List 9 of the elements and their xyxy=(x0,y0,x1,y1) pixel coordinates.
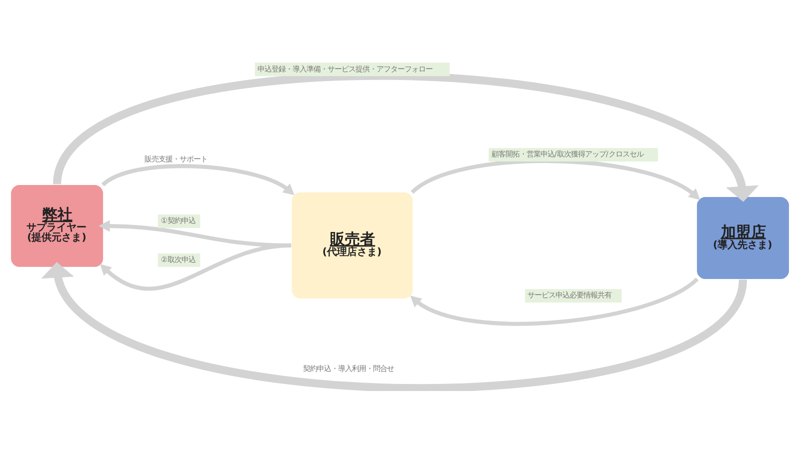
arrow xyxy=(410,158,700,200)
arrow xyxy=(41,262,747,390)
arrow xyxy=(102,164,294,195)
arrow xyxy=(100,242,292,290)
node-box: 弊社 サプライヤー (提供元さま) xyxy=(11,184,104,266)
arrow xyxy=(410,276,698,326)
node-box: 販売者 (代理店さま) xyxy=(292,192,413,298)
node-box: 加盟店 (導入先さま) xyxy=(696,196,789,278)
arrow xyxy=(53,71,759,202)
